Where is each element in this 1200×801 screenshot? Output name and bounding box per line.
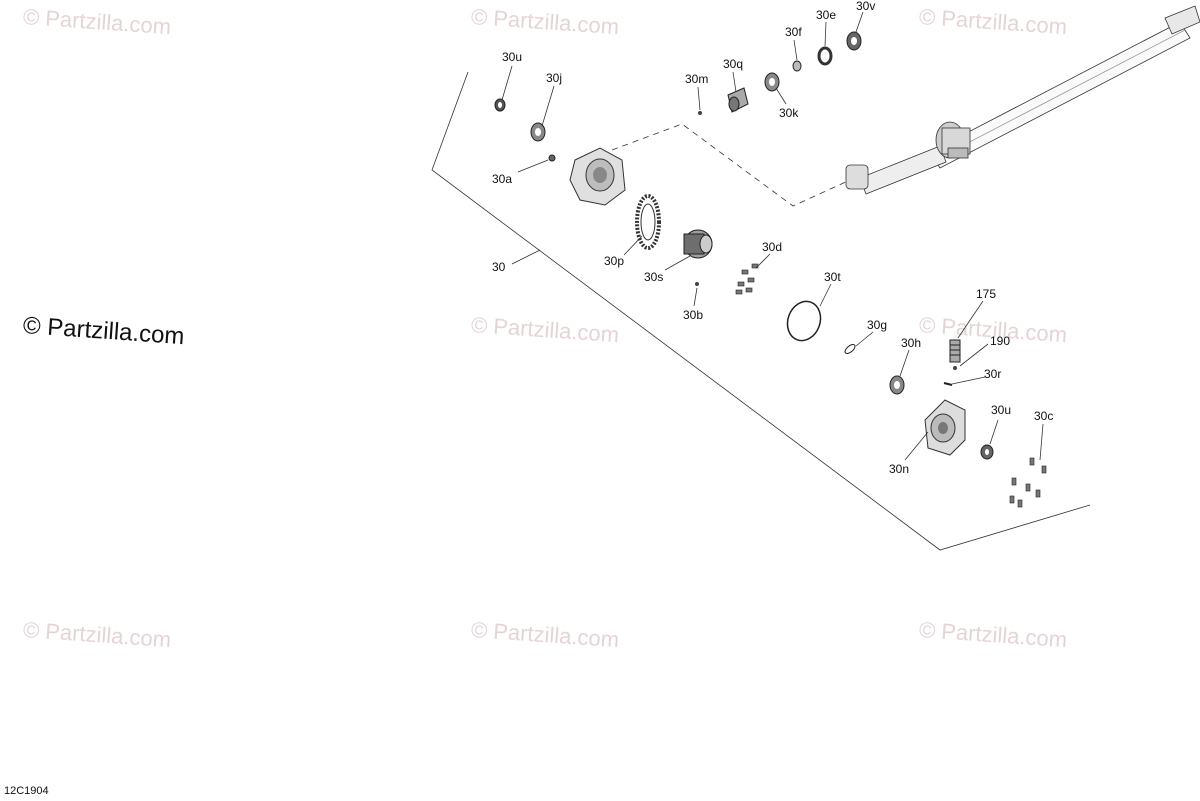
callout-30t: 30t	[824, 270, 841, 284]
callouts: 30u 30j 30a 30 30p 30s 30b 30m 30q 30k 3…	[492, 0, 1053, 476]
part-30r-pin	[943, 382, 953, 386]
callout-30c: 30c	[1034, 409, 1053, 423]
part-30s-differential	[683, 229, 713, 259]
part-30m-pin	[698, 111, 702, 115]
callout-30h: 30h	[901, 336, 921, 350]
part-30v-seal	[846, 31, 862, 51]
part-30t-o-ring	[786, 300, 822, 342]
part-30a-plug	[548, 154, 556, 162]
part-30q-pinion	[727, 87, 749, 113]
part-30p-ring-gear	[635, 194, 661, 250]
part-30b-pin	[695, 282, 699, 286]
part-30f-nut	[792, 60, 802, 72]
part-30h-bearing	[889, 375, 905, 395]
part-175-spring	[949, 339, 961, 363]
callout-30b: 30b	[683, 308, 703, 322]
part-30e-washer	[817, 46, 833, 66]
part-30d-bolts	[735, 263, 759, 295]
callout-30j: 30j	[546, 71, 562, 85]
callout-30u: 30u	[502, 50, 522, 64]
callout-30e: 30e	[816, 8, 836, 22]
callout-30q: 30q	[723, 57, 743, 71]
part-30u-seal	[494, 98, 506, 112]
callout-30s: 30s	[644, 270, 663, 284]
part-30c-bolts	[1009, 457, 1047, 508]
callout-30: 30	[492, 260, 506, 274]
part-30k-bearing	[764, 72, 780, 92]
callout-30k: 30k	[779, 106, 799, 120]
part-housing	[569, 147, 626, 206]
drawing-code: 12C1904	[4, 785, 49, 797]
leader-lines	[501, 11, 1044, 461]
assembly-boundary	[431, 71, 1091, 551]
callout-30a: 30a	[492, 172, 512, 186]
callout-30r: 30r	[984, 367, 1001, 381]
callout-30p: 30p	[604, 254, 624, 268]
callout-30f: 30f	[785, 25, 802, 39]
part-30j-bearing	[530, 122, 546, 142]
part-190-pin	[953, 366, 957, 370]
callout-190: 190	[990, 334, 1010, 348]
callout-30n: 30n	[889, 462, 909, 476]
callout-30u-lower: 30u	[991, 403, 1011, 417]
callout-30d: 30d	[762, 240, 782, 254]
callout-30v: 30v	[856, 0, 875, 13]
part-30n-cover	[924, 399, 966, 456]
part-30u-seal-lower	[980, 444, 994, 460]
part-30g-o-ring	[844, 344, 856, 354]
drive-shaft	[845, 5, 1200, 195]
callout-175: 175	[976, 287, 996, 301]
callout-30m: 30m	[685, 72, 708, 86]
callout-30g: 30g	[867, 318, 887, 332]
